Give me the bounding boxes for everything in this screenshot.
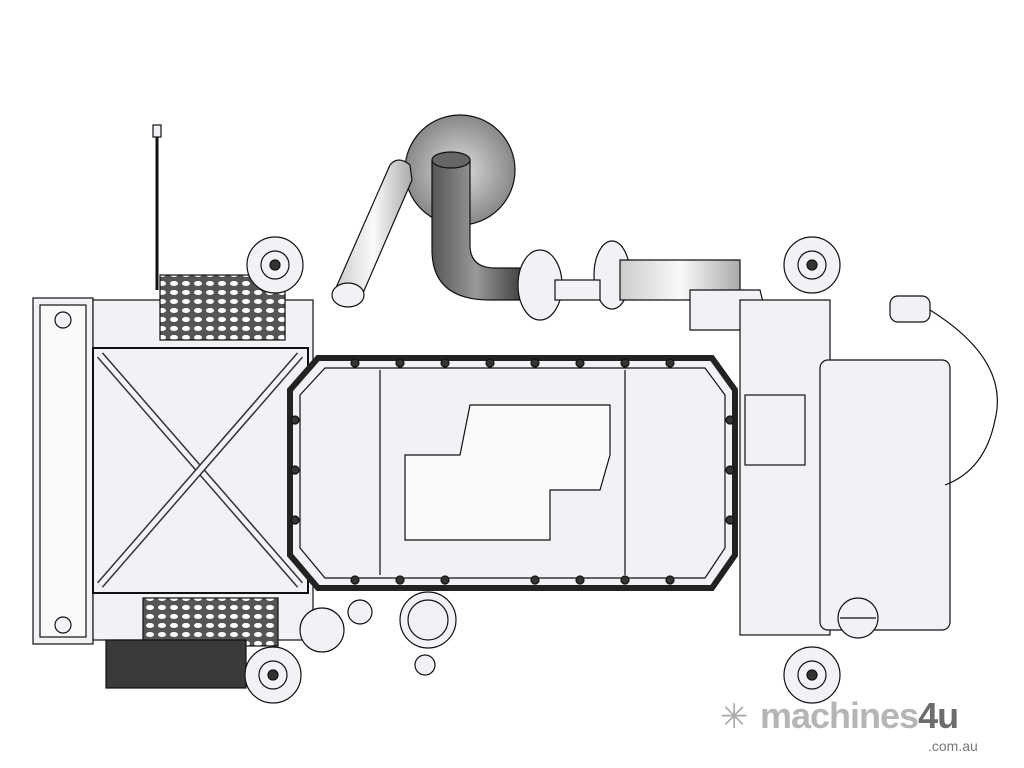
watermark-brand: machines4u [760,695,959,736]
flywheel-housing [739,299,831,636]
crankcase-detail [404,404,611,541]
intake-pipe [334,159,413,301]
turbocharger [517,240,771,331]
pulleys [244,236,841,704]
x-brace-frame [92,347,309,594]
watermark-domain: .com.au [928,738,978,754]
dipstick [152,124,162,290]
watermark-brand-accent: 4u [918,695,959,736]
lower-grill [142,597,279,647]
snowflake-star-icon: ✳ [720,700,749,734]
pan-bolts [290,358,735,585]
watermark-brand-main: machines [760,695,919,736]
silencer-outline [929,309,998,486]
exhaust-silencer [819,359,951,631]
starter-motor [105,639,247,689]
